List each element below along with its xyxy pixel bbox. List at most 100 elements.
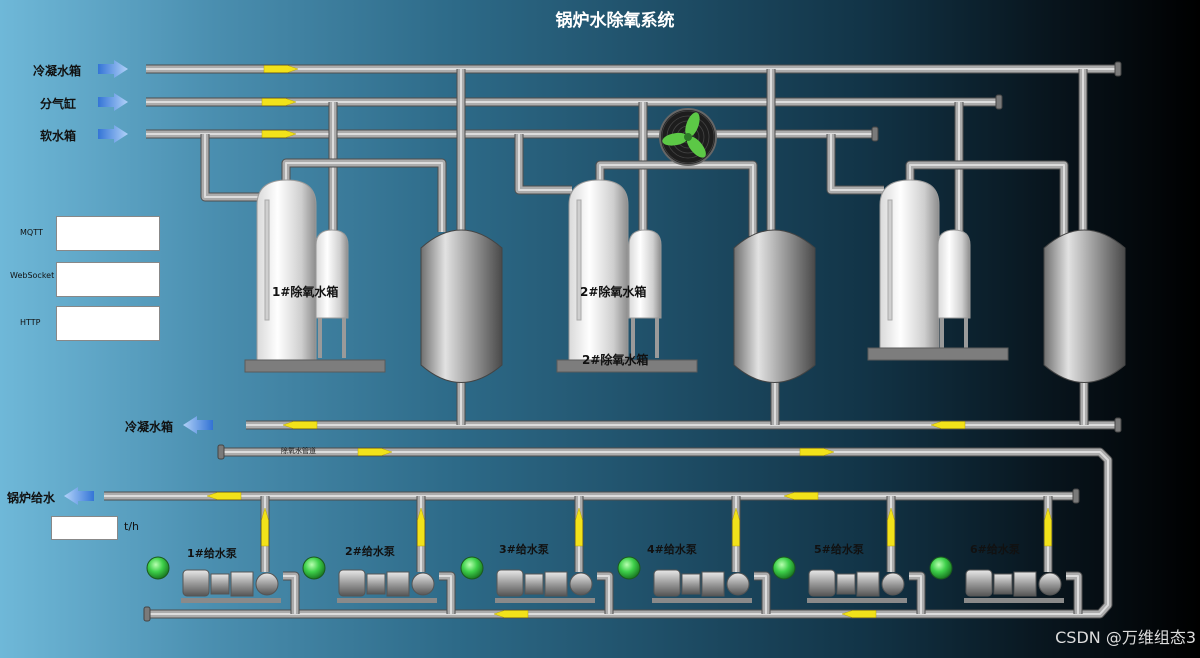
deaerator-1-label: 1#除氧水箱 [272,285,339,299]
pump-6-bearing [1013,571,1037,597]
fan-icon[interactable] [659,108,717,166]
outlet-arrow-boiler [64,487,94,505]
pump-5-coupling [836,573,856,595]
pump-4-bearing [701,571,725,597]
watermark: CSDN @万维组态3 [1055,628,1196,647]
pump-4-label: 4#给水泵 [647,543,697,556]
deaerator-2-base [556,359,698,373]
flow-arrow-return [930,421,966,429]
flow-rate-box[interactable] [51,516,118,540]
pump-3-suction [597,572,613,614]
pump-1-suction [283,572,299,614]
branch-2-soft [515,134,572,194]
pump-6-label: 6#给水泵 [970,543,1020,556]
pump-3-suction-highlight [597,575,610,614]
overflow-2-highlight [599,164,754,236]
label-condensate-inlet: 冷凝水箱 [33,64,82,78]
mqtt-value-box[interactable] [56,216,160,251]
websocket-value-box[interactable] [56,262,160,297]
deaerator-2-column [568,179,629,361]
pump-5-status-indicator[interactable] [772,556,796,580]
pump-5-unit[interactable] [807,569,907,603]
pump-5-label: 5#给水泵 [814,543,864,556]
pump-2-label: 2#给水泵 [345,545,395,558]
pump-3-bearing [544,571,568,597]
pump-5-motor [808,569,836,597]
branch-1-soft-outline [200,134,260,202]
flow-arrow-condensate [263,65,299,73]
pump-1-motor [182,569,210,597]
pump-2-baseplate [337,598,437,603]
branch-1-soft-highlight [204,134,260,198]
pump-3-volute [569,572,593,596]
label-steam-header: 分气缸 [40,97,77,111]
fan-hub [684,133,692,141]
pump-2-coupling [366,573,386,595]
steam-header-cap [995,94,1003,110]
pump-1-suction-highlight [283,575,296,614]
condensate-header-cap [1114,61,1122,77]
deaerator-1-base [244,359,386,373]
deaerated-water-pipe-highlight [150,451,1109,615]
flow-arrow-pump-5 [887,507,895,547]
pump-5-baseplate [807,598,907,603]
inlet-arrow-condensate [98,60,128,78]
label-boiler-feed: 锅炉给水 [7,491,56,505]
protocol-label-websocket: WebSocket [10,271,55,280]
pump-1-status-indicator[interactable] [146,556,170,580]
deaerator-2-gauge [576,199,582,321]
pump-2-status-indicator[interactable] [302,556,326,580]
flow-unit: t/h [124,520,139,533]
flow-arrow-feed-2 [783,492,819,500]
fan-blade-3 [662,132,689,146]
pump-2-volute [411,572,435,596]
pump-1-unit[interactable] [181,569,281,603]
deaerator-2-degasser [628,229,662,319]
outlet-arrow-condensate [183,416,213,434]
inlet-arrow-steam-shape [98,93,128,111]
flow-arrow-pump-6 [1044,507,1052,547]
protocol-label-http: HTTP [20,318,41,327]
inlet-arrow-condensate-shape [98,60,128,78]
flow-arrow-soft [261,130,297,138]
deaerated-pipe-cap-left [217,444,225,460]
http-value-box[interactable] [56,306,160,341]
deaerator-1-degasser [315,229,349,319]
branch-1-soft [201,134,260,201]
pump-6-unit[interactable] [964,569,1064,603]
deaerator-3-leg-a [940,318,944,358]
pump-3-motor [496,569,524,597]
pump-3-unit[interactable] [495,569,595,603]
pump-4-unit[interactable] [652,569,752,603]
deaerator-1-column [256,179,317,361]
pump-4-motor [653,569,681,597]
pump-1-bearing [230,571,254,597]
pump-6-coupling [993,573,1013,595]
pump-5-suction-highlight [909,575,922,614]
pump-4-coupling [681,573,701,595]
outlet-arrow-condensate-shape [183,416,213,434]
pump-4-status-indicator[interactable] [617,556,641,580]
deaerator-2-label: 2#除氧水箱 [580,285,647,299]
condensate-return-cap [1114,417,1122,433]
pump-2-unit[interactable] [337,569,437,603]
overflow-3-highlight [909,164,1065,236]
pump-6-suction-highlight [1066,575,1079,614]
soft-water-header-cap [871,126,879,142]
outlet-arrow-boiler-shape [64,487,94,505]
deaerator-2-leg-a [631,318,635,358]
pump-2-suction [439,572,455,614]
pump-3-status-indicator[interactable] [460,556,484,580]
pump-6-motor [965,569,993,597]
pump-1-baseplate [181,598,281,603]
inlet-arrow-soft [98,125,128,143]
storage-tank-1 [420,229,503,383]
deaerator-1-gauge [264,199,270,321]
pump-2-motor [338,569,366,597]
pump-3-coupling [524,573,544,595]
deaerator-1-leg-b [342,318,346,358]
pump-6-baseplate [964,598,1064,603]
inlet-arrow-soft-shape [98,125,128,143]
pump-6-status-indicator[interactable] [929,556,953,580]
